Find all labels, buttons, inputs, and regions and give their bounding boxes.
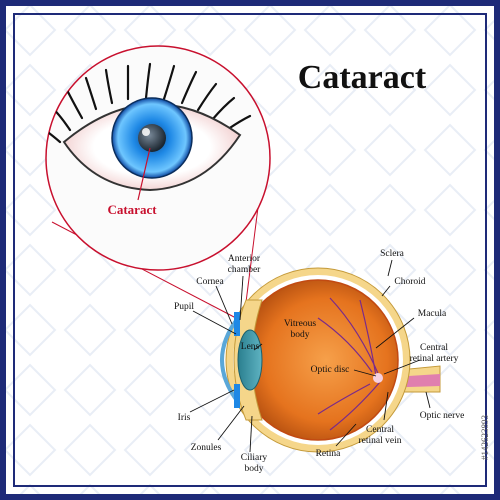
label-sclera: Sclera bbox=[380, 249, 405, 259]
label-vitreous-1: Vitreous bbox=[284, 319, 316, 329]
cornea-shape bbox=[220, 316, 240, 404]
label-retina: Retina bbox=[316, 449, 342, 459]
label-ciliary-2: body bbox=[245, 464, 264, 474]
label-zonules: Zonules bbox=[191, 443, 222, 453]
label-iris: Iris bbox=[178, 413, 191, 423]
label-central-vein-1: Central bbox=[366, 425, 394, 435]
label-macula: Macula bbox=[418, 309, 447, 319]
label-lens: Lens bbox=[241, 342, 260, 352]
label-cornea: Cornea bbox=[196, 277, 224, 287]
retinal-vessels bbox=[317, 297, 381, 431]
label-anterior-1: Anterior bbox=[228, 254, 261, 264]
iris-bottom bbox=[234, 384, 240, 408]
zoom-circle: Cataract bbox=[45, 45, 271, 271]
label-ciliary-1: Ciliary bbox=[241, 453, 268, 463]
cataract-pointer bbox=[137, 147, 151, 201]
label-central-artery-1: Central bbox=[420, 343, 448, 353]
label-vitreous-2: body bbox=[291, 330, 310, 340]
label-pupil: Pupil bbox=[174, 302, 194, 312]
inner-frame bbox=[13, 13, 487, 487]
labels: Anterior chamber Cornea Pupil Lens Vitre… bbox=[174, 249, 464, 474]
label-central-vein-2: retinal vein bbox=[359, 436, 402, 446]
label-optic-nerve: Optic nerve bbox=[420, 411, 465, 421]
iris-top bbox=[234, 312, 240, 336]
label-choroid: Choroid bbox=[394, 277, 425, 287]
eyelashes bbox=[46, 62, 252, 144]
optic-disc-shape bbox=[373, 373, 383, 383]
cloudy-pupil bbox=[138, 124, 166, 152]
zoom-cataract-label: Cataract bbox=[107, 202, 157, 217]
stock-id-watermark: #142623893 bbox=[480, 415, 490, 461]
label-optic-disc: Optic disc bbox=[311, 365, 350, 375]
lens-shape bbox=[237, 329, 263, 391]
label-anterior-2: chamber bbox=[228, 265, 262, 275]
eyeball-section bbox=[220, 267, 441, 453]
label-central-artery-2: retinal artery bbox=[410, 354, 459, 364]
page-title: Cataract bbox=[298, 59, 427, 96]
leader-lines bbox=[189, 259, 431, 453]
